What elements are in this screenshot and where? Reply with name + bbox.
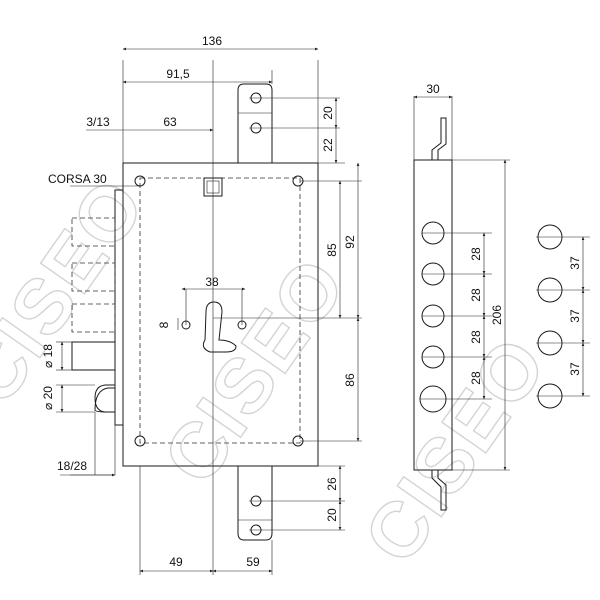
dim-side-height: 206 bbox=[490, 305, 504, 325]
dim-total-width: 136 bbox=[202, 34, 222, 48]
dim-bottom-plate-offset: 26 bbox=[325, 477, 339, 491]
dim-side-pitch-1: 28 bbox=[469, 247, 483, 261]
dim-key-to-edge: 91,5 bbox=[166, 67, 190, 81]
dim-cyl-to-top-edge: 92 bbox=[343, 235, 357, 249]
bolt-2 bbox=[71, 262, 116, 292]
dim-top-plate-offset: 22 bbox=[321, 138, 335, 152]
dim-latch-diameter: ⌀ 20 bbox=[41, 386, 55, 410]
dim-cyl-to-top-hole: 85 bbox=[325, 243, 339, 257]
dim-cylinder-small: 8 bbox=[157, 321, 171, 328]
dim-strike-pitch-2: 37 bbox=[568, 309, 582, 323]
dim-latch-throw: 18/28 bbox=[57, 459, 87, 473]
side-view bbox=[413, 96, 510, 511]
dim-stroke: CORSA 30 bbox=[48, 172, 107, 186]
bolt-4 bbox=[71, 341, 116, 371]
dim-side-thickness: 30 bbox=[426, 82, 440, 96]
side-dimensions: 30 28 28 28 28 206 bbox=[413, 82, 507, 471]
dim-bottom-right: 59 bbox=[246, 555, 260, 569]
dim-side-pitch-2: 28 bbox=[469, 288, 483, 302]
dim-top-plate-spacing: 20 bbox=[321, 106, 335, 120]
dim-bottom-left: 49 bbox=[169, 555, 183, 569]
bolt-1 bbox=[71, 217, 116, 247]
front-view bbox=[60, 60, 362, 575]
dim-cyl-to-bottom: 86 bbox=[343, 373, 357, 387]
bolt-3 bbox=[71, 303, 116, 333]
dim-bottom-plate-spacing: 20 bbox=[325, 508, 339, 522]
strike-dimensions: 37 37 37 bbox=[568, 236, 585, 397]
top-plate bbox=[237, 83, 273, 163]
dim-strike-pitch-1: 37 bbox=[568, 256, 582, 270]
watermark-text-3: CISEO bbox=[347, 321, 564, 579]
dim-backset: 63 bbox=[163, 115, 177, 129]
dim-side-pitch-3: 28 bbox=[469, 330, 483, 344]
strike-view bbox=[536, 224, 590, 409]
screw-bottom-left bbox=[134, 435, 146, 447]
dim-cylinder-holes: 38 bbox=[205, 275, 219, 289]
dim-backset-range: 3/13 bbox=[86, 115, 110, 129]
dim-strike-pitch-3: 37 bbox=[568, 362, 582, 376]
lock-body bbox=[122, 162, 319, 467]
dim-bolt-diameter: ⌀ 18 bbox=[41, 344, 55, 368]
side-faceplate bbox=[413, 159, 453, 471]
side-top-hook bbox=[431, 117, 447, 160]
dim-side-pitch-4: 28 bbox=[469, 371, 483, 385]
side-bottom-hook bbox=[431, 470, 447, 511]
bottom-plate bbox=[237, 466, 273, 541]
watermark-text-2: CISEO bbox=[146, 241, 363, 499]
front-dimensions: 136 91,5 3/13 63 CORSA 30 20 22 38 8 85 … bbox=[41, 34, 360, 573]
